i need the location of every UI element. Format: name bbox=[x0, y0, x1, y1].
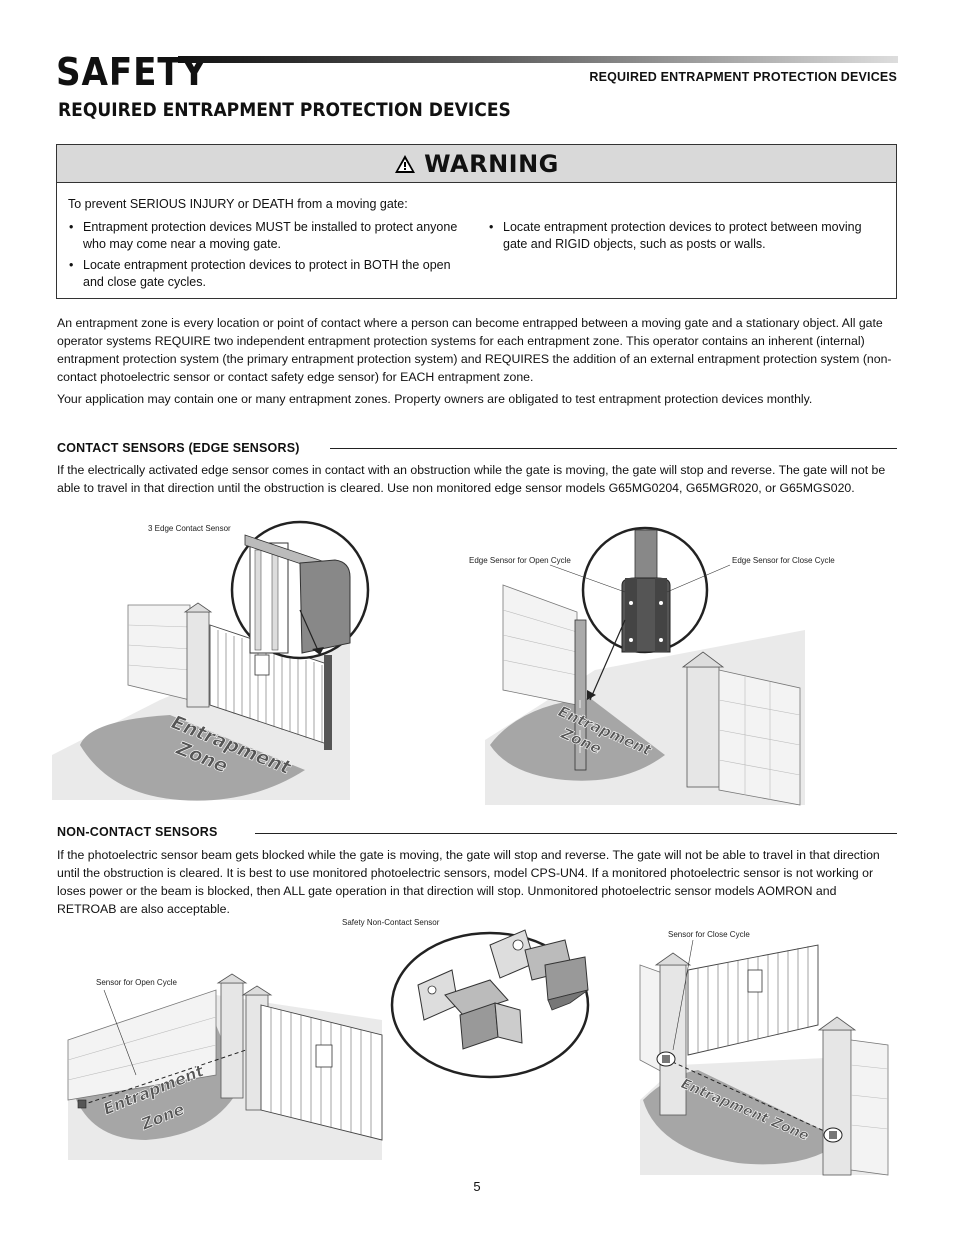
contact-sensors-heading: CONTACT SENSORS (EDGE SENSORS) bbox=[57, 441, 312, 455]
figure-label: Edge Sensor for Open Cycle bbox=[469, 556, 571, 565]
close-cycle-sensor-figure: Sensor for Close Cycle Entrapment Zone bbox=[639, 930, 889, 1176]
non-contact-sensor-figure: Safety Non-Contact Sensor bbox=[342, 918, 590, 1079]
warning-bullet: Locate entrapment protection devices to … bbox=[487, 219, 877, 253]
contact-sensors-text: If the electrically activated edge senso… bbox=[57, 463, 886, 495]
running-header: REQUIRED ENTRAPMENT PROTECTION DEVICES bbox=[589, 70, 897, 84]
section-rule bbox=[330, 448, 897, 449]
intro-paragraph: An entrapment zone is every location or … bbox=[57, 316, 892, 384]
section-title: REQUIRED ENTRAPMENT PROTECTION DEVICES bbox=[58, 99, 511, 121]
warning-bullet: Entrapment protection devices MUST be in… bbox=[67, 219, 462, 253]
warning-bullets-left: Entrapment protection devices MUST be in… bbox=[67, 219, 462, 295]
header-gradient-bar bbox=[178, 56, 898, 63]
intro-paragraph: Your application may contain one or many… bbox=[57, 392, 813, 406]
warning-bullets-right: Locate entrapment protection devices to … bbox=[487, 219, 877, 257]
open-close-edge-sensor-figure: Edge Sensor for Open Cycle Edge Sensor f… bbox=[469, 526, 835, 806]
warning-intro: To prevent SERIOUS INJURY or DEATH from … bbox=[68, 197, 408, 211]
warning-header: WARNING bbox=[57, 145, 896, 183]
figure-label: Sensor for Close Cycle bbox=[668, 930, 750, 939]
non-contact-sensors-text: If the photoelectric sensor beam gets bl… bbox=[57, 848, 880, 916]
warning-title: WARNING bbox=[424, 149, 559, 178]
non-contact-sensors-heading: NON-CONTACT SENSORS bbox=[57, 825, 230, 839]
section-rule bbox=[255, 833, 897, 834]
edge-sensor-gate-figure: 3 Edge Contact Sensor Entrapment Zone bbox=[52, 520, 370, 801]
warning-box: WARNING To prevent SERIOUS INJURY or DEA… bbox=[56, 144, 897, 299]
warning-triangle-icon bbox=[395, 154, 416, 173]
figure-label: Safety Non-Contact Sensor bbox=[342, 918, 440, 927]
figure-label: Edge Sensor for Close Cycle bbox=[732, 556, 835, 565]
open-cycle-sensor-figure: Sensor for Open Cycle Entrapment Zone bbox=[67, 973, 383, 1160]
figure-label: 3 Edge Contact Sensor bbox=[148, 524, 231, 533]
figure-label: Sensor for Open Cycle bbox=[96, 978, 177, 987]
warning-bullet: Locate entrapment protection devices to … bbox=[67, 257, 462, 291]
page-number: 5 bbox=[473, 1179, 481, 1194]
entrapment-zone-area bbox=[80, 715, 305, 801]
